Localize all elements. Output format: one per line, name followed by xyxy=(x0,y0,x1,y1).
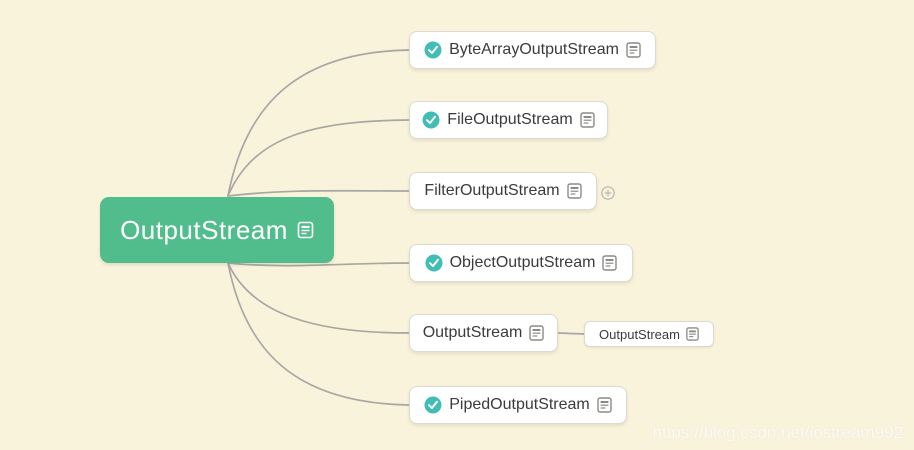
node-label: ObjectOutputStream xyxy=(449,254,596,271)
note-icon[interactable] xyxy=(626,42,641,58)
node-pipedoutputstream[interactable]: PipedOutputStream xyxy=(409,386,627,424)
check-circle-icon xyxy=(424,396,442,414)
node-objectoutputstream[interactable]: ObjectOutputStream xyxy=(409,244,633,282)
node-label: ByteArrayOutputStream xyxy=(449,41,619,58)
check-circle-icon xyxy=(425,254,443,272)
watermark: https://blog.csdn.net/iostream992 xyxy=(652,423,903,442)
root-node-label: OutputStream xyxy=(120,214,288,245)
note-icon[interactable] xyxy=(597,397,612,413)
check-circle-icon xyxy=(422,111,440,129)
node-filteroutputstream[interactable]: FilterOutputStream xyxy=(409,172,597,210)
subnode-outputstream[interactable]: OutputStream xyxy=(584,321,714,347)
check-circle-icon xyxy=(424,41,442,59)
note-icon[interactable] xyxy=(602,255,618,271)
connector-bytearray xyxy=(227,49,410,197)
note-icon[interactable] xyxy=(686,327,699,341)
connector-output xyxy=(227,262,410,334)
node-label: OutputStream xyxy=(422,324,523,341)
subnode-label: OutputStream xyxy=(599,326,680,342)
connector-piped xyxy=(227,262,410,406)
node-label: PipedOutputStream xyxy=(449,396,590,413)
connector-file xyxy=(227,119,410,197)
node-fileoutputstream[interactable]: FileOutputStream xyxy=(409,101,608,139)
node-label: FilterOutputStream xyxy=(424,182,560,199)
connector-filter xyxy=(227,189,410,197)
note-icon[interactable] xyxy=(579,112,595,128)
note-icon[interactable] xyxy=(566,183,582,199)
note-icon[interactable] xyxy=(297,221,314,239)
node-bytearrayoutputstream[interactable]: ByteArrayOutputStream xyxy=(409,31,656,69)
note-icon[interactable] xyxy=(529,325,544,341)
plus-circle-icon[interactable] xyxy=(601,186,615,200)
node-outputstream-branch[interactable]: OutputStream xyxy=(409,314,558,352)
connector-output-sub xyxy=(557,332,585,335)
connector-object xyxy=(227,262,410,267)
node-label: FileOutputStream xyxy=(447,111,573,128)
root-node-outputstream[interactable]: OutputStream xyxy=(100,197,334,263)
